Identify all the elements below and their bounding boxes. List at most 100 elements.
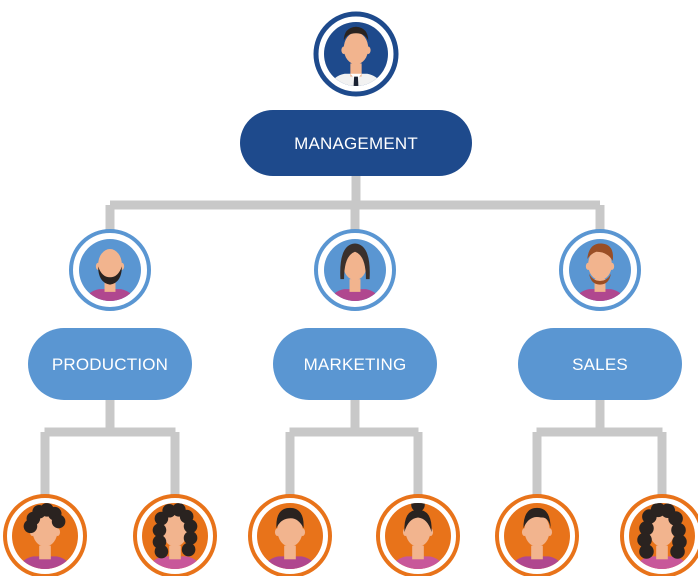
hair [523,507,551,529]
neck [169,545,181,560]
neck [656,545,668,560]
sales-avatar [559,229,641,311]
management-node-label: MANAGEMENT [294,134,418,153]
hair [671,522,686,538]
person-figure [327,26,385,86]
hair [276,507,304,529]
shoulders [15,556,75,569]
avatar-figure [632,503,692,569]
shoulders [82,289,138,301]
connector-top [105,170,605,240]
ear [300,528,306,536]
face [343,32,369,65]
avatar-figure [260,507,320,569]
hair [670,544,685,559]
neck [531,545,543,560]
person-figure [632,503,692,569]
production-node-shape [28,328,192,400]
hair [181,542,196,557]
avatar-figure [145,503,205,569]
hair [340,243,370,280]
hair [183,519,198,534]
neck [412,545,424,560]
ear [274,528,280,536]
staff-avatar-sales-1 [495,494,579,576]
production-node-label: PRODUCTION [52,355,168,374]
face [649,513,675,547]
staff-avatar-marketing-2 [376,494,460,576]
neck [39,545,51,560]
face [524,513,550,547]
ear [585,262,591,270]
connector-sales [532,395,667,495]
management-node: MANAGEMENT [240,110,472,176]
hair [668,511,683,526]
hair [183,531,198,545]
hair [23,519,38,534]
person-figure [82,249,138,301]
hair [587,243,613,261]
avatar-figure [572,243,628,301]
hair [152,523,167,537]
avatar-figure [327,26,385,86]
connector-lines [40,170,667,495]
person-figure [145,503,205,569]
person-figure [507,507,567,569]
management-node-shape [240,110,472,176]
person-figure [327,243,383,301]
avatar-figure [388,503,448,569]
staff-avatar-production-1 [3,494,87,576]
hair [639,544,654,559]
face [162,513,188,547]
staff-avatar-production-2 [133,494,217,576]
ear [428,528,434,536]
face [277,513,303,547]
shoulders [388,556,448,569]
sales-node-shape [518,328,682,400]
hair-bun [411,503,425,512]
production-node: PRODUCTION [28,328,192,400]
face [588,249,612,281]
tie [353,76,359,86]
shoulders [572,289,628,301]
avatar-figure [327,243,383,301]
person-figure [15,503,75,569]
avatar-figure [507,507,567,569]
sales-node-label: SALES [572,355,628,374]
marketing-node-shape [273,328,437,400]
shoulders [260,556,320,569]
ear [95,262,101,270]
face [343,249,367,281]
ear [55,528,61,536]
ear [341,46,347,54]
hair [404,509,432,533]
neck [284,545,296,560]
beard [589,273,611,285]
hair [154,544,169,559]
neck [350,63,362,77]
face [405,513,431,547]
marketing-node: MARKETING [273,328,437,400]
ear [119,262,125,270]
connector-production [40,395,180,495]
avatar-figure [15,503,75,569]
shoulders [327,289,383,301]
shoulders [145,556,205,569]
ear [365,46,371,54]
staff-avatar-marketing-1 [248,494,332,576]
production-avatar [69,229,151,311]
person-figure [388,503,448,569]
ear [547,528,553,536]
ear [609,262,615,270]
hair [637,532,652,548]
neck [104,279,116,292]
ear [521,528,527,536]
shoulders [632,556,692,569]
neck [349,279,361,292]
beard [98,266,122,285]
connector-marketing [285,395,423,495]
hair [51,514,66,529]
org-nodes: MANAGEMENT PRODUCTION MARKETING SALES [3,11,698,576]
marketing-avatar [314,229,396,311]
